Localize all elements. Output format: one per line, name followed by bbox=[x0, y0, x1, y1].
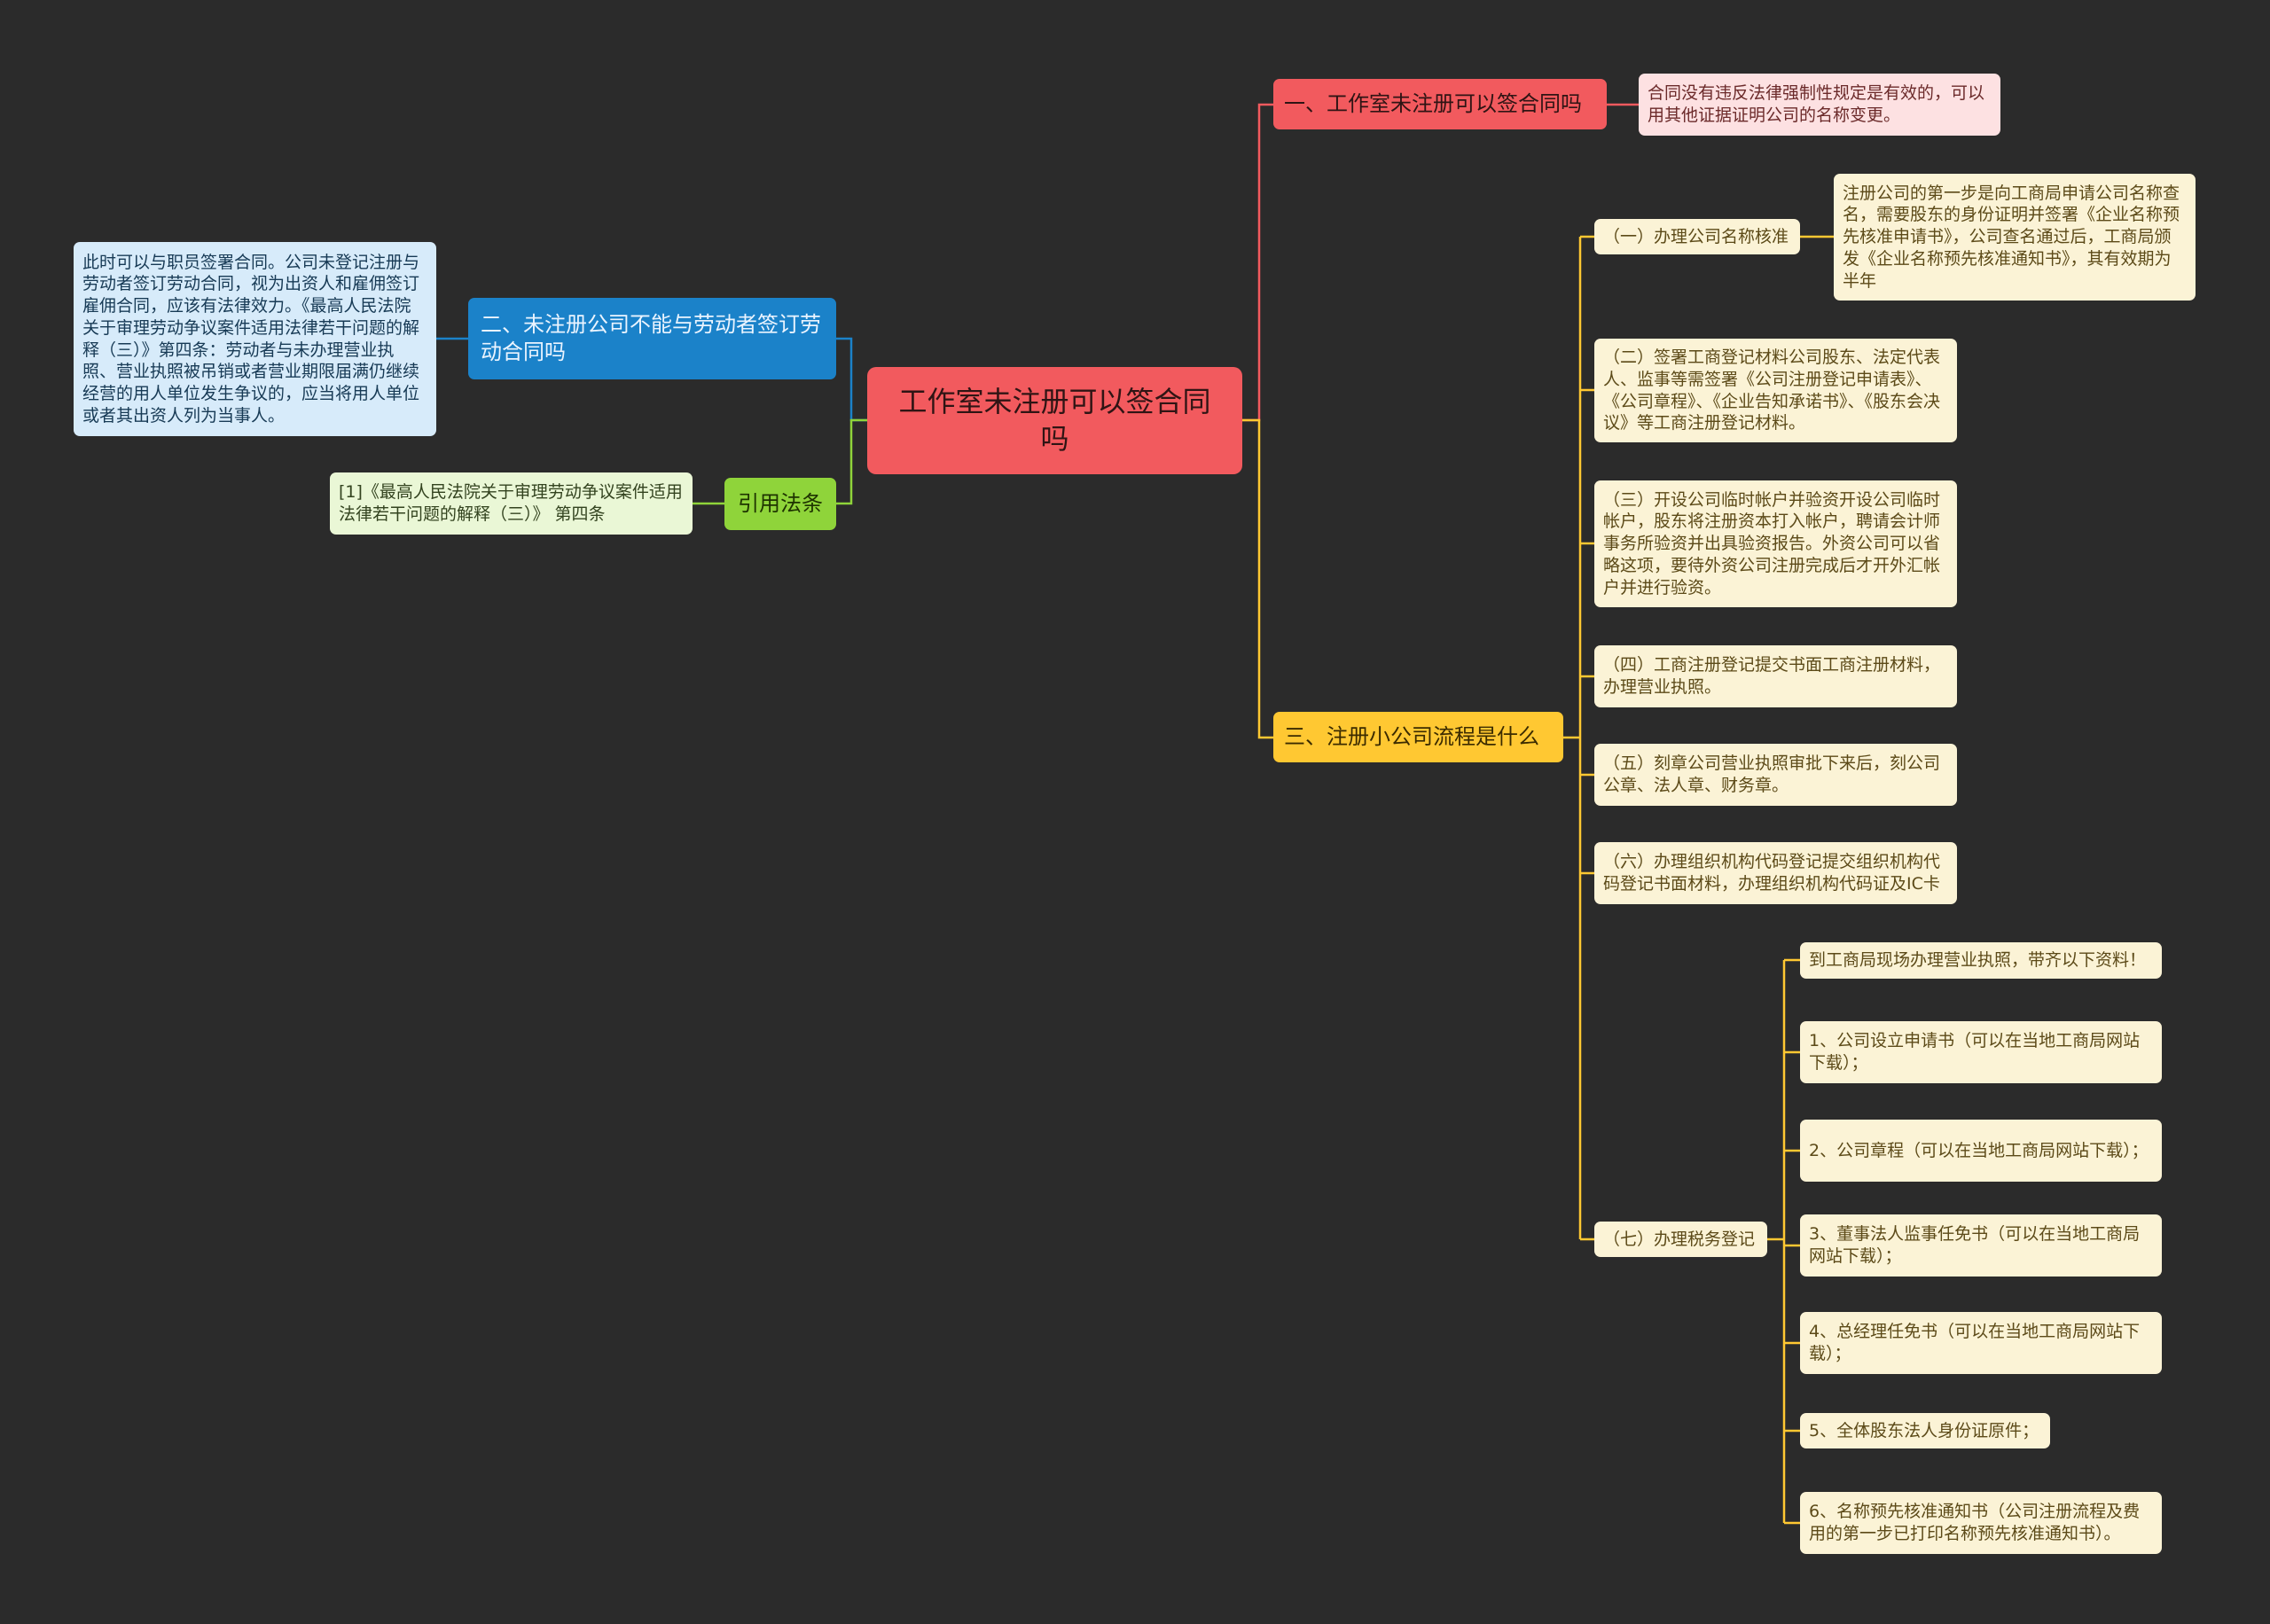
link-root-branch2 bbox=[836, 337, 867, 422]
step-7-item-6[interactable]: 6、名称预先核准通知书（公司注册流程及费用的第一步已打印名称预先核准通知书）。 bbox=[1800, 1492, 2162, 1554]
branch-4-detail[interactable]: [1]《最高人民法院关于审理劳动争议案件适用法律若干问题的解释（三）》 第四条 bbox=[330, 472, 693, 535]
step-1-detail[interactable]: 注册公司的第一步是向工商局申请公司名称查名，需要股东的身份证明并签署《企业名称预… bbox=[1834, 174, 2196, 301]
link-root-branch3 bbox=[1242, 418, 1273, 739]
branch-1-topic[interactable]: 一、工作室未注册可以签合同吗 bbox=[1273, 79, 1607, 129]
branch-1-detail[interactable]: 合同没有违反法律强制性规定是有效的，可以用其他证据证明公司的名称变更。 bbox=[1639, 74, 2000, 136]
branch-3-topic[interactable]: 三、注册小公司流程是什么 bbox=[1273, 712, 1563, 762]
link-root-branch1 bbox=[1242, 103, 1273, 422]
step-5[interactable]: （五）刻章公司营业执照审批下来后，刻公司公章、法人章、财务章。 bbox=[1594, 744, 1957, 806]
step-7-item-4[interactable]: 4、总经理任免书（可以在当地工商局网站下载）； bbox=[1800, 1312, 2162, 1374]
branch-4-topic[interactable]: 引用法条 bbox=[724, 478, 836, 530]
link-root-branch4 bbox=[836, 418, 867, 505]
root-topic[interactable]: 工作室未注册可以签合同吗 bbox=[867, 367, 1242, 474]
step-7[interactable]: （七）办理税务登记 bbox=[1594, 1222, 1767, 1257]
step-7-item-1[interactable]: 1、公司设立申请书（可以在当地工商局网站下载）； bbox=[1800, 1021, 2162, 1083]
step-4[interactable]: （四）工商注册登记提交书面工商注册材料，办理营业执照。 bbox=[1594, 645, 1957, 707]
step-7-item-2[interactable]: 2、公司章程（可以在当地工商局网站下载）； bbox=[1800, 1120, 2162, 1182]
step-1[interactable]: （一）办理公司名称核准 bbox=[1594, 219, 1800, 254]
step-6[interactable]: （六）办理组织机构代码登记提交组织机构代码登记书面材料，办理组织机构代码证及IC… bbox=[1594, 842, 1957, 904]
step-2[interactable]: （二）签署工商登记材料公司股东、法定代表人、监事等需签署《公司注册登记申请表》、… bbox=[1594, 339, 1957, 442]
step-7-item-3[interactable]: 3、董事法人监事任免书（可以在当地工商局网站下载）； bbox=[1800, 1214, 2162, 1277]
step-7-item-0[interactable]: 到工商局现场办理营业执照，带齐以下资料！ bbox=[1800, 942, 2162, 979]
branch-2-detail[interactable]: 此时可以与职员签署合同。公司未登记注册与劳动者签订劳动合同，视为出资人和雇佣签订… bbox=[74, 242, 436, 436]
step-3[interactable]: （三）开设公司临时帐户并验资开设公司临时帐户，股东将注册资本打入帐户，聘请会计师… bbox=[1594, 480, 1957, 607]
link-branch3-steps bbox=[1563, 237, 1582, 1239]
branch-2-topic[interactable]: 二、未注册公司不能与劳动者签订劳动合同吗 bbox=[468, 298, 836, 379]
step-7-item-5[interactable]: 5、全体股东法人身份证原件； bbox=[1800, 1413, 2050, 1448]
